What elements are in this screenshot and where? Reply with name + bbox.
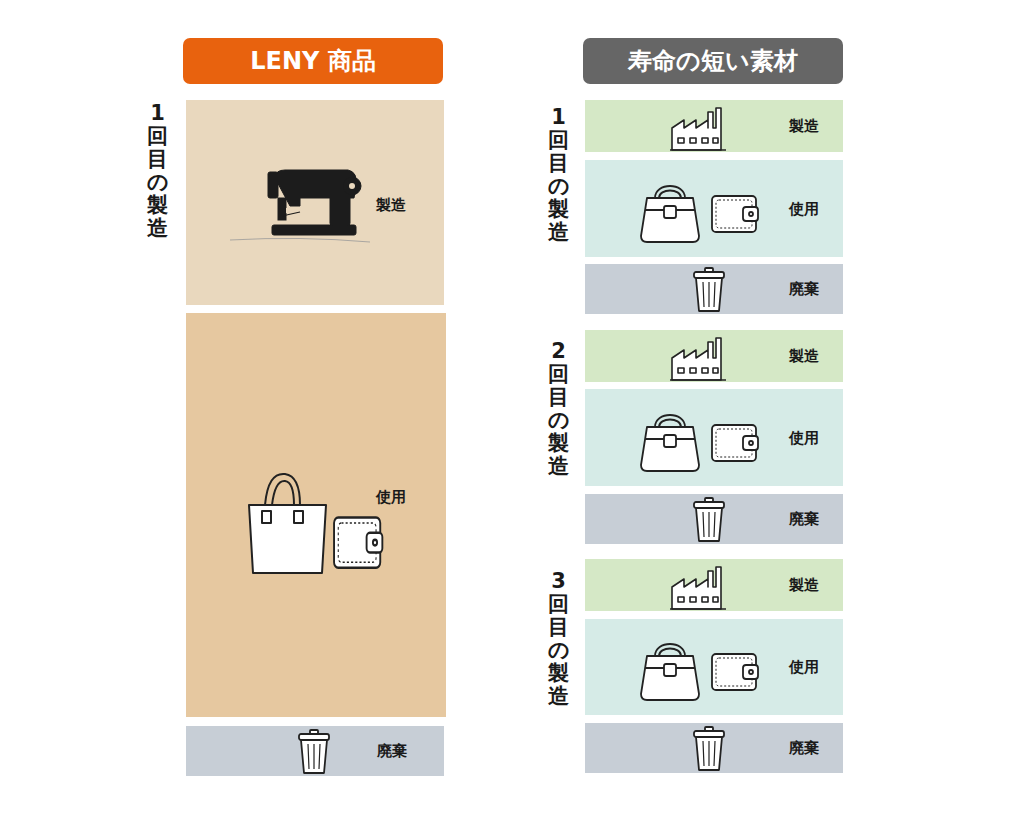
stage-label: 製造: [789, 347, 819, 366]
round-label: 1回目の製造: [548, 106, 569, 245]
stage-box: 廃棄: [585, 723, 843, 773]
stage-label: 製造: [376, 196, 406, 215]
stage-box: 製造: [585, 100, 843, 152]
stage-box: 使用: [585, 389, 843, 486]
stage-label: 使用: [789, 429, 819, 448]
stage-label: 廃棄: [789, 739, 819, 758]
stage-label: 使用: [376, 488, 406, 507]
header-text: LENY 商品: [250, 45, 376, 77]
stage-label: 廃棄: [789, 510, 819, 529]
stage-label: 製造: [789, 576, 819, 595]
stage-label: 製造: [789, 117, 819, 136]
stage-box: 製造: [585, 330, 843, 382]
round-label: 2回目の製造: [548, 340, 569, 479]
stage-label: 廃棄: [377, 742, 407, 761]
stage-label: 廃棄: [789, 280, 819, 299]
round-label: 1回目の製造: [147, 102, 168, 241]
header-box: LENY 商品: [183, 38, 443, 84]
stage-box: 廃棄: [585, 494, 843, 544]
stage-label: 使用: [789, 658, 819, 677]
stage-box: 製造: [585, 559, 843, 611]
stage-box: 使用: [585, 160, 843, 257]
stage-box: 廃棄: [585, 264, 843, 314]
stage-box: 使用: [585, 619, 843, 715]
round-label: 3回目の製造: [548, 570, 569, 709]
stage-box: 製造: [186, 100, 444, 305]
header-text: 寿命の短い素材: [628, 45, 798, 77]
stage-box: 廃棄: [186, 726, 444, 776]
header-box: 寿命の短い素材: [583, 38, 843, 84]
stage-label: 使用: [789, 200, 819, 219]
stage-box: 使用: [186, 313, 446, 717]
